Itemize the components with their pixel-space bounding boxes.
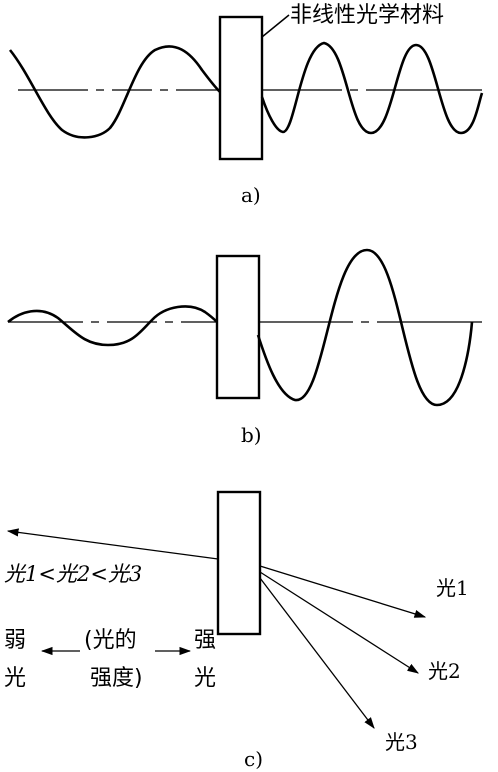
intensity-label-2: 强度) (90, 666, 143, 691)
wave-b-in (7, 305, 218, 347)
incident-ray (6, 528, 219, 560)
strong-label-1: 强 (194, 628, 216, 653)
intensity-label-1: (光的 (84, 628, 137, 653)
panel-a: 非线性光学材料 a) (8, 3, 484, 207)
caption-c: c) (244, 747, 263, 771)
wave-a-in (8, 45, 221, 139)
material-box-b (215, 254, 261, 400)
out-label-1: 光1 (436, 576, 469, 600)
out-ray-1 (259, 565, 427, 618)
leader-line (261, 14, 290, 38)
caption-a: a) (241, 183, 261, 207)
weak-label-1: 弱 (4, 628, 26, 653)
caption-b: b) (241, 423, 262, 447)
strong-label-2: 光 (194, 666, 216, 691)
panel-c: 光1<光2<光3 光1 光2 光3 弱 光 (光的 强度) 强 光 c) (4, 490, 469, 771)
material-box-c (216, 490, 262, 636)
weak-label-2: 光 (4, 666, 26, 691)
wave-a-out (260, 41, 484, 135)
out-label-2: 光2 (428, 659, 461, 683)
material-box-a (218, 15, 264, 161)
panel-b: b) (7, 248, 482, 447)
material-label: 非线性光学材料 (290, 3, 444, 28)
out-ray-3 (259, 577, 375, 729)
wave-b-out (256, 248, 474, 407)
out-label-3: 光3 (385, 730, 418, 754)
incident-label: 光1<光2<光3 (4, 562, 142, 586)
out-ray-2 (259, 571, 419, 674)
